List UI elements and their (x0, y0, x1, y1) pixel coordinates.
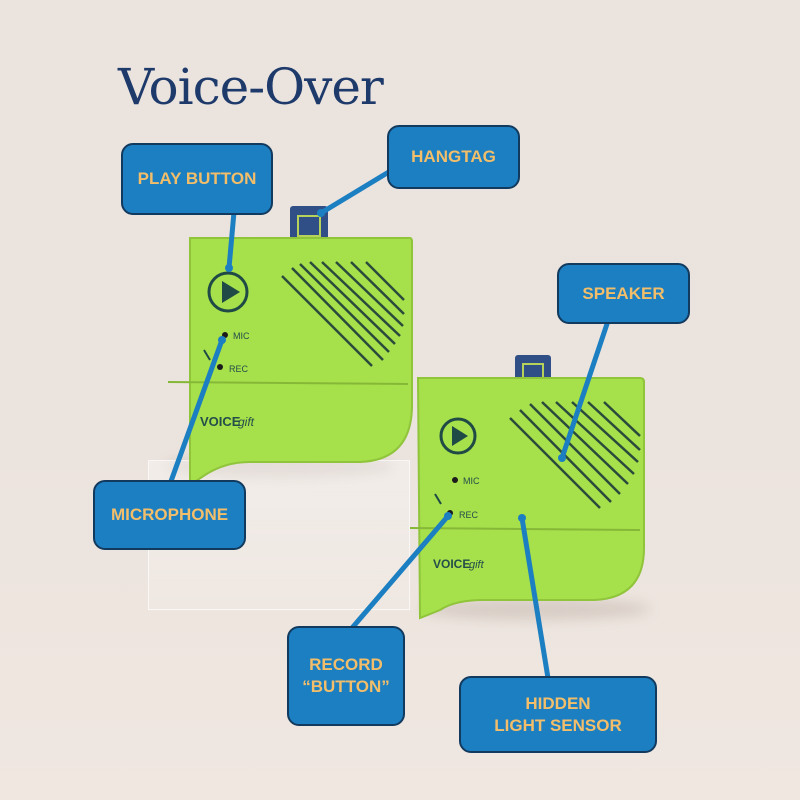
front-brand-sub: gift (469, 559, 485, 571)
back-device: MIC REC VOICE gift (167, 206, 413, 487)
record-pointer (349, 513, 451, 631)
hangtag-pointer-dot (317, 209, 325, 217)
back-mic-label: MIC (233, 331, 250, 341)
front-rec-mark (434, 493, 442, 505)
front-speaker-grill (509, 401, 641, 509)
back-rec-hole (217, 364, 223, 370)
hangtag-pointer (318, 167, 395, 216)
front-device: MIC REC VOICE gift (409, 355, 645, 620)
front-play-triangle (452, 426, 468, 446)
microphone-pointer (167, 337, 225, 487)
callout-microphone-label: MICROPHONE (110, 505, 229, 524)
back-play-triangle (222, 281, 240, 303)
speaker-pointer-dot (558, 454, 566, 462)
callout-speaker-label: SPEAKER (582, 283, 665, 303)
back-rec-mark (203, 349, 211, 361)
back-hangtag-logo (297, 215, 321, 237)
callout-microphone: MICROPHONE (93, 480, 246, 550)
front-mic-label: MIC (463, 476, 480, 486)
play-pointer (226, 209, 237, 271)
back-brand-main: VOICE (200, 414, 241, 429)
callout-hangtag-label: HANGTAG (411, 147, 496, 166)
callout-hangtag: HANGTAG (387, 125, 520, 189)
callout-record-line1: RECORD (309, 655, 383, 674)
front-mic-hole (452, 477, 458, 483)
back-brand-sub: gift (238, 415, 255, 429)
callout-pointers (167, 167, 613, 681)
callout-play-button-label: PLAY BUTTON (137, 169, 257, 188)
front-brand-main: VOICE (433, 557, 470, 571)
play-pointer-dot (225, 264, 233, 272)
callout-hidden-line2: LIGHT SENSOR (494, 715, 622, 735)
callout-record-button: RECORD “BUTTON” (287, 626, 405, 726)
callout-hidden-light-sensor: HIDDEN LIGHT SENSOR (459, 676, 657, 753)
sensor-pointer-dot (518, 514, 526, 522)
back-play-icon (207, 271, 249, 313)
callout-play-button: PLAY BUTTON (121, 143, 273, 215)
callout-hidden-line1: HIDDEN (525, 693, 591, 713)
callout-record-line2: “BUTTON” (302, 677, 390, 696)
front-play-icon (439, 417, 477, 455)
sensor-pointer (519, 515, 551, 681)
record-pointer-dot (444, 512, 452, 520)
callout-speaker: SPEAKER (557, 263, 690, 324)
speaker-pointer (559, 312, 613, 461)
front-rec-label: REC (459, 510, 479, 520)
back-rec-label: REC (229, 364, 249, 374)
page-title: Voice-Over (118, 58, 384, 116)
back-speaker-grill (281, 261, 405, 367)
microphone-pointer-dot (218, 336, 226, 344)
